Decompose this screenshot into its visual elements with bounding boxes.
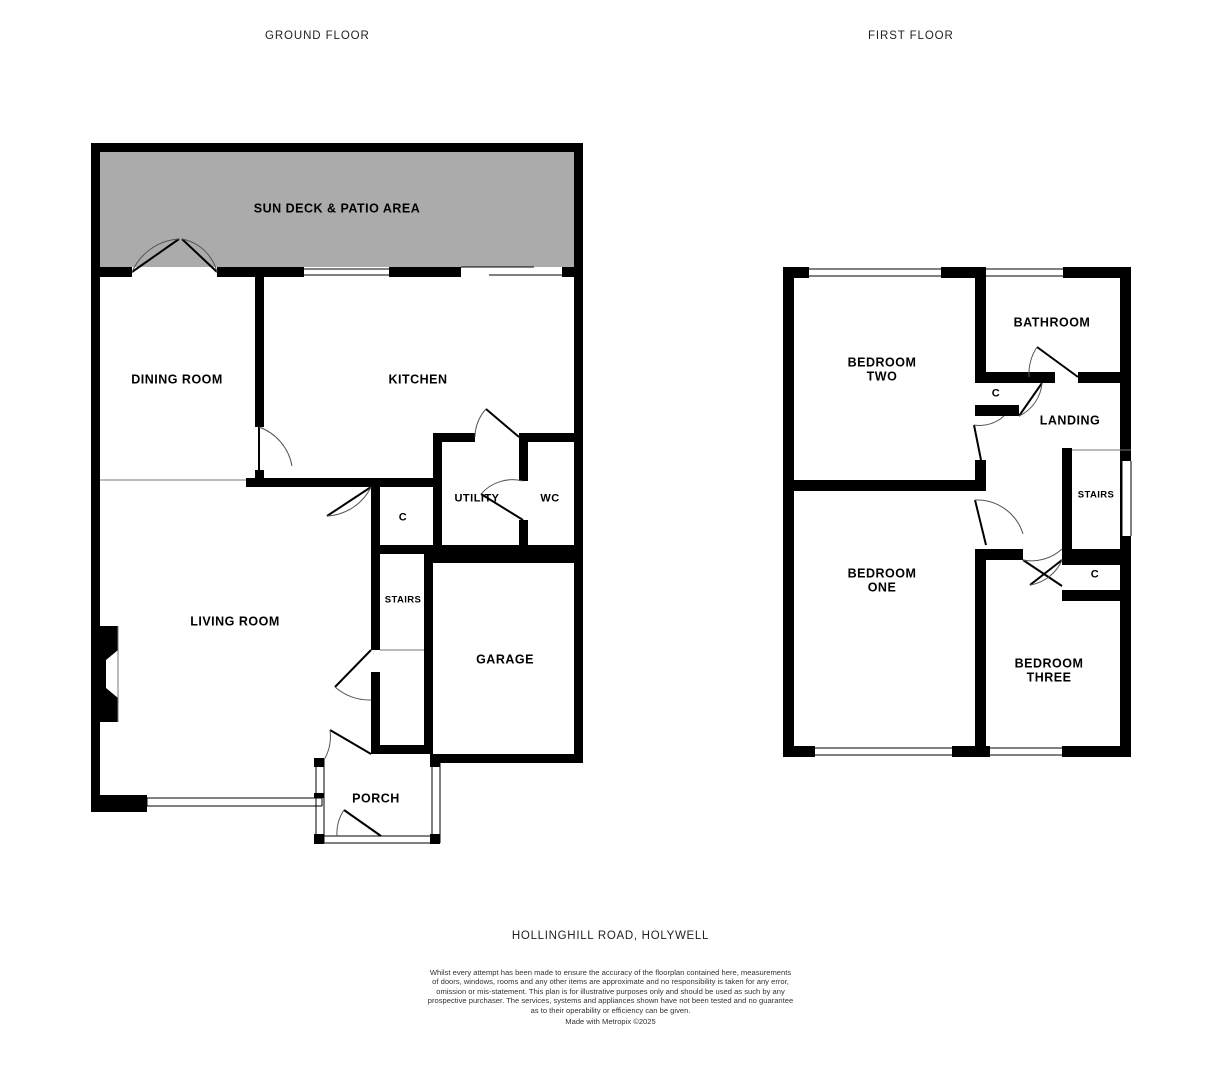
wall-garage-top bbox=[433, 554, 575, 563]
door-swing-cupboard-top bbox=[1018, 382, 1043, 417]
window-bedroom-one-bottom bbox=[815, 747, 952, 756]
wall-bedroom-two-right bbox=[975, 267, 986, 380]
wall-rear-seg-3 bbox=[389, 267, 461, 277]
room-label-dining-room: DINING ROOM bbox=[131, 372, 223, 387]
wall-ff-bottom-seg-2 bbox=[952, 746, 990, 757]
wall-deck-top bbox=[91, 143, 583, 152]
room-label-bedroom-one: BEDROOM ONE bbox=[847, 566, 917, 594]
wall-stairs-left bbox=[371, 554, 380, 650]
wall-hall-top bbox=[246, 478, 378, 487]
door-swing-front-entry bbox=[323, 729, 372, 761]
door-swing-utility bbox=[474, 408, 520, 438]
room-label-stairs-ground: STAIRS bbox=[384, 594, 422, 606]
ground-floor-plan bbox=[91, 143, 583, 844]
wall-ff-left bbox=[783, 267, 794, 757]
room-label-bedroom-three: BEDROOM THREE bbox=[1014, 656, 1084, 684]
wall-utility-wc-upper bbox=[519, 433, 528, 481]
wall-ff-bottom-seg-3 bbox=[1062, 746, 1131, 757]
wall-dining-kitchen bbox=[255, 277, 264, 427]
door-swing-bedroom-three bbox=[1022, 548, 1063, 587]
wall-hall-nib bbox=[255, 470, 264, 479]
door-swing-bedroom-one bbox=[974, 499, 1024, 546]
wall-rear-left-seg bbox=[91, 267, 132, 277]
wall-bedroom-one-top bbox=[783, 480, 986, 491]
room-label-kitchen: KITCHEN bbox=[388, 372, 448, 387]
bay-window-living-left bbox=[100, 626, 119, 722]
ground-floor-title: GROUND FLOOR bbox=[265, 30, 370, 42]
window-kitchen-rear bbox=[304, 268, 389, 276]
window-bedroom-three-bottom bbox=[990, 747, 1062, 756]
wall-bathroom-bottom bbox=[975, 372, 1055, 383]
wall-garage-bottom bbox=[430, 754, 583, 763]
window-living-front bbox=[146, 797, 323, 807]
wall-rear-seg-2 bbox=[217, 267, 304, 277]
window-landing-right bbox=[1121, 461, 1132, 536]
wall-ff-bottom-seg-1 bbox=[783, 746, 815, 757]
wall-cupboard-bot-bottom bbox=[1062, 590, 1131, 601]
first-floor-title: FIRST FLOOR bbox=[868, 30, 954, 42]
room-label-cupboard-ground: C bbox=[398, 511, 408, 524]
wall-cupboard-top-bottom bbox=[975, 405, 1019, 416]
wall-hall-top-2 bbox=[378, 478, 433, 487]
window-bedroom-two-top bbox=[809, 268, 941, 277]
wall-cupboard-bottom bbox=[371, 545, 433, 554]
wall-bedroom-two-right-2 bbox=[975, 460, 986, 482]
door-swing-dining-french bbox=[131, 238, 218, 273]
wall-ff-top-seg-1 bbox=[783, 267, 809, 278]
room-label-cupboard-lower: C bbox=[1090, 568, 1100, 581]
wall-deck-left bbox=[91, 143, 100, 275]
wall-utility-bottom bbox=[433, 545, 575, 554]
wall-stairs-right bbox=[424, 554, 433, 754]
room-label-garage: GARAGE bbox=[476, 652, 534, 667]
door-swing-wc bbox=[480, 479, 524, 521]
wall-bathroom-bottom-2 bbox=[1078, 372, 1131, 383]
wall-utility-top-2 bbox=[519, 433, 575, 442]
door-swing-bedroom-two bbox=[973, 415, 1005, 461]
wall-cupboard-bot-top bbox=[1062, 549, 1131, 560]
room-label-utility: UTILITY bbox=[454, 492, 500, 505]
first-floor-plan bbox=[783, 267, 1132, 757]
room-label-landing: LANDING bbox=[1039, 413, 1101, 428]
door-swing-bathroom bbox=[1028, 346, 1079, 378]
porch-structure bbox=[314, 758, 441, 844]
room-label-bathroom: BATHROOM bbox=[1013, 315, 1091, 330]
door-swing-cupboard bbox=[326, 486, 372, 517]
door-swing-dining bbox=[258, 426, 293, 478]
door-swing-hall-living bbox=[334, 649, 372, 701]
wall-stairs-bottom bbox=[371, 745, 433, 754]
window-bathroom-top bbox=[986, 268, 1063, 277]
wall-house-left bbox=[91, 267, 100, 812]
wall-ff-top-seg-2 bbox=[941, 267, 986, 278]
room-label-sun-deck: SUN DECK & PATIO AREA bbox=[253, 201, 421, 216]
sliding-door-kitchen bbox=[461, 266, 562, 276]
wall-stairs-ff-left bbox=[1062, 448, 1072, 564]
wall-bedroom-three-top bbox=[975, 549, 1023, 560]
wall-utility-top bbox=[433, 433, 475, 442]
room-label-living-room: LIVING ROOM bbox=[190, 614, 280, 629]
room-label-stairs-first: STAIRS bbox=[1077, 489, 1115, 501]
property-address: HOLLINGHILL ROAD, HOLYWELL bbox=[511, 930, 710, 942]
made-with-credit: Made with Metropix ©2025 bbox=[565, 1017, 656, 1026]
wall-rear-seg-4 bbox=[562, 267, 583, 277]
wall-house-right bbox=[574, 267, 583, 762]
room-label-bedroom-two: BEDROOM TWO bbox=[847, 355, 917, 383]
wall-utility-wc-lower bbox=[519, 520, 528, 554]
room-label-porch: PORCH bbox=[352, 791, 400, 806]
disclaimer-text: Whilst every attempt has been made to en… bbox=[427, 968, 794, 1015]
wall-cupboard-left bbox=[371, 487, 380, 545]
room-label-cupboard-upper: C bbox=[991, 387, 1001, 400]
wall-bedroom-one-right bbox=[975, 549, 986, 757]
wall-front-left-seg bbox=[91, 795, 147, 812]
wall-utility-left bbox=[433, 433, 442, 554]
wall-deck-right bbox=[574, 143, 583, 275]
sun-deck-area bbox=[99, 150, 575, 267]
wall-stairs-left-2 bbox=[371, 672, 380, 754]
room-label-wc: WC bbox=[540, 492, 560, 505]
wall-ff-top-seg-3 bbox=[1063, 267, 1131, 278]
door-swing-cupboard-bot bbox=[1029, 559, 1063, 586]
